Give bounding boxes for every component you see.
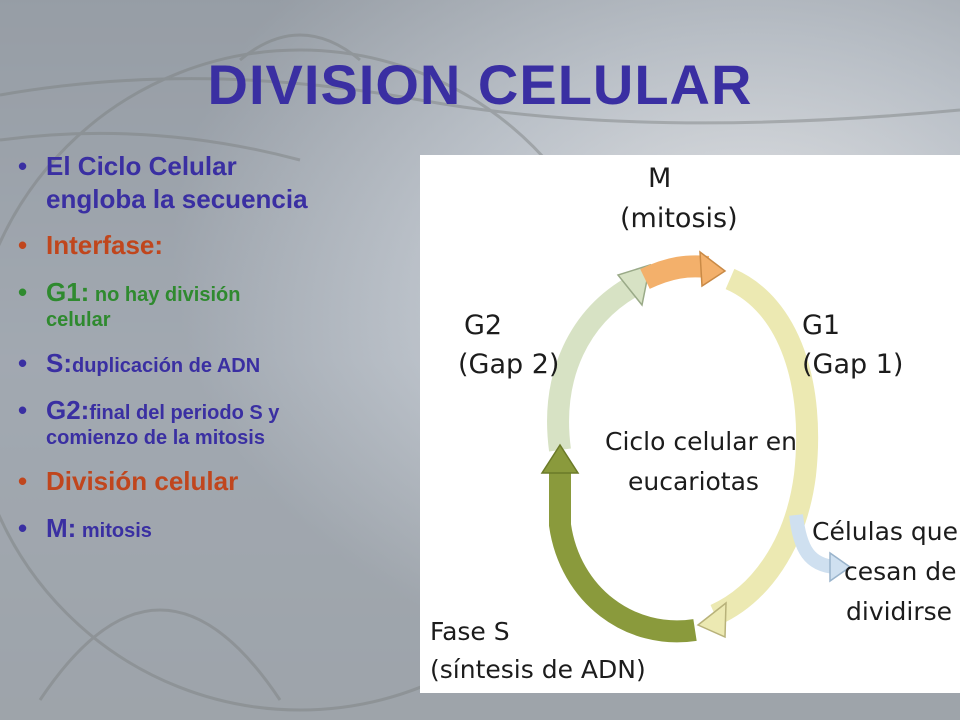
g1-sub-label: (Gap 1): [802, 349, 904, 380]
bullet-text: duplicación de ADN: [72, 355, 261, 377]
m-sub-label: (mitosis): [620, 203, 738, 234]
bullet-lead: S:: [46, 348, 72, 378]
exit-arrow: [789, 514, 836, 574]
bullet-text: División celular: [46, 466, 239, 496]
mitosis-arrow: [640, 255, 710, 289]
bullet-text: Interfase:: [46, 230, 164, 260]
m-label: M: [648, 163, 672, 194]
s-label: Fase S: [430, 617, 510, 646]
bullet-dot: •: [18, 466, 28, 496]
bullet-lead: M:: [46, 512, 77, 543]
g2-sub-label: (Gap 2): [458, 349, 560, 380]
s-arrow: [549, 470, 697, 643]
bullet-text: El Ciclo Celular: [46, 151, 237, 181]
bullet-text: mitosis: [76, 519, 152, 542]
bullet-dot: •: [18, 348, 28, 378]
bullet-s: • S:duplicación de ADN: [18, 347, 448, 380]
bullet-division-celular: • División celular: [18, 465, 448, 498]
center-label-line1: Ciclo celular en: [605, 427, 797, 456]
g1-arrowhead: [696, 601, 727, 639]
exit-arrowhead: [829, 551, 852, 583]
bullet-g2: • G2:final del periodo S y comienzo de l…: [18, 394, 448, 452]
g1-arrow: [710, 268, 819, 626]
bullet-list: • El Ciclo Celular engloba la secuencia …: [18, 150, 448, 544]
bullet-interfase: • Interfase:: [18, 229, 448, 262]
bullet-text: no hay división: [89, 283, 241, 306]
bullet-text-line2: engloba la secuencia: [46, 183, 308, 214]
bullet-text: final del periodo S y: [89, 401, 280, 424]
cell-cycle-diagram: M (mitosis) G2 (Gap 2) G1 (Gap 1) Ciclo …: [420, 155, 960, 693]
exit-label-line3: dividirse: [846, 597, 953, 626]
s-sub-label: (síntesis de ADN): [430, 655, 646, 684]
bullet-dot: •: [18, 394, 28, 425]
mitosis-arrowhead: [699, 250, 727, 288]
exit-label-line1: Células que: [812, 517, 958, 546]
cell-cycle-arrows: [540, 250, 852, 643]
g2-arrow: [547, 275, 641, 452]
s-arrowhead: [540, 443, 580, 474]
g2-arrowhead: [616, 263, 651, 307]
bullet-dot: •: [18, 151, 28, 181]
bullet-text-line2: celular: [46, 309, 111, 331]
g1-label: G1: [802, 310, 841, 341]
bullet-m: • M: mitosis: [18, 512, 448, 545]
bullet-dot: •: [18, 276, 28, 307]
bullet-lead: G1:: [46, 276, 90, 307]
bullet-ciclo-celular: • El Ciclo Celular engloba la secuencia: [18, 150, 448, 215]
bullet-dot: •: [18, 230, 28, 260]
g2-label: G2: [464, 310, 503, 341]
bullet-dot: •: [18, 512, 28, 543]
slide-title: DIVISION CELULAR: [207, 53, 753, 116]
bullet-lead: G2:: [46, 394, 90, 425]
center-label-line2: eucariotas: [628, 467, 759, 496]
bullet-text-line2: comienzo de la mitosis: [46, 427, 265, 449]
exit-label-line2: cesan de: [844, 557, 957, 586]
bullet-g1: • G1: no hay división celular: [18, 276, 448, 334]
